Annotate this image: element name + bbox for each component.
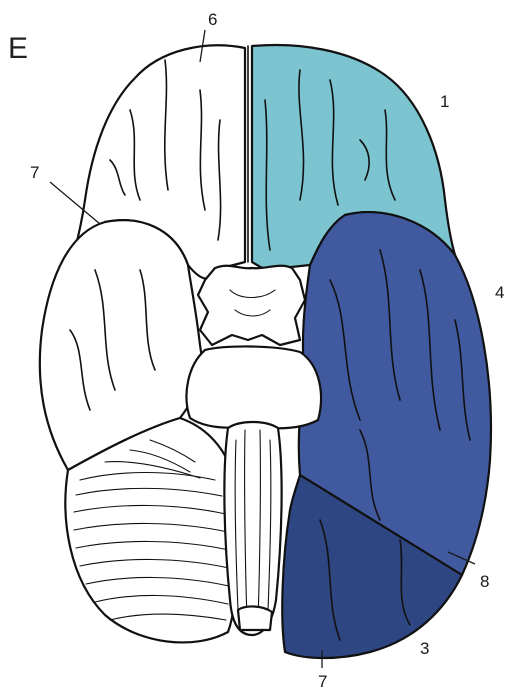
label-5: 6 — [208, 10, 217, 29]
optic-chiasm-region — [198, 266, 305, 345]
label-1: 1 — [440, 92, 449, 111]
label-8: 8 — [480, 572, 489, 591]
label-4: 4 — [495, 283, 504, 302]
label-3: 3 — [420, 639, 429, 658]
label-7: 7 — [318, 672, 327, 691]
panel-letter: E — [8, 32, 28, 65]
pons-region — [186, 346, 320, 428]
label-6: 7 — [30, 163, 39, 182]
brainstem-medulla — [224, 422, 281, 635]
